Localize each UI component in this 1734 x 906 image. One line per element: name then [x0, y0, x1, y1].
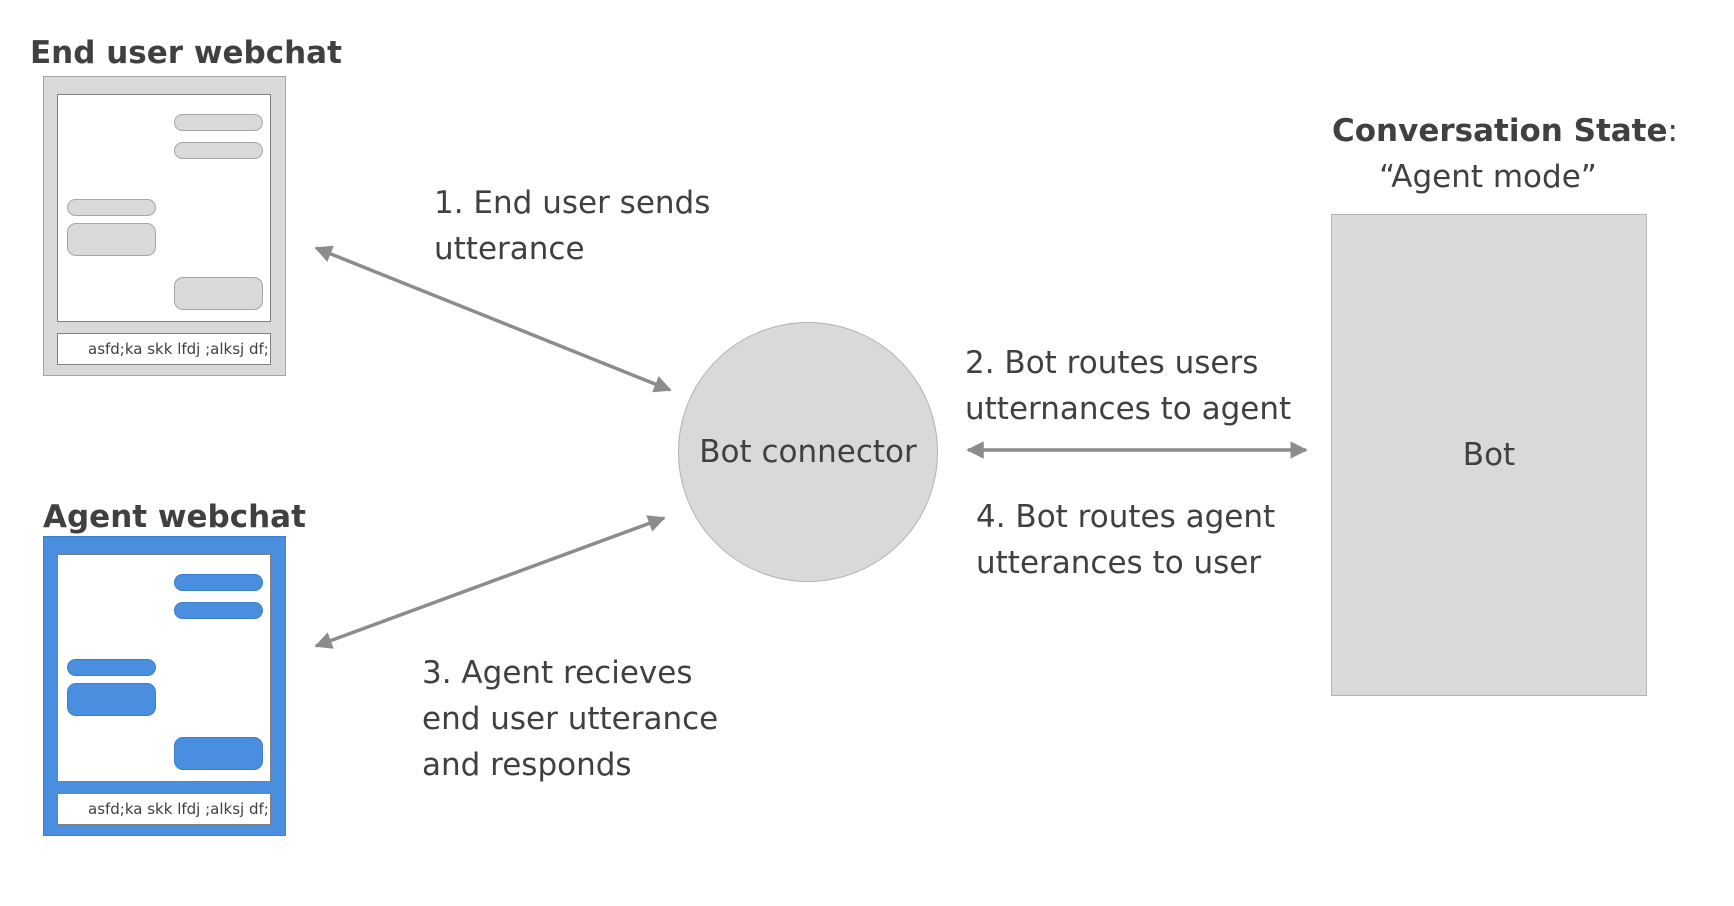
step-3-line-3: and responds [422, 747, 632, 783]
end-user-message-bubble [174, 114, 263, 131]
step-4-label: 4. Bot routes agent utterances to user [976, 494, 1275, 586]
agent-message-bubble [174, 737, 263, 770]
end-user-message-bubble [174, 142, 263, 159]
step-3-label: 3. Agent recieves end user utterance and… [422, 650, 718, 788]
agent-message-bubble [174, 602, 263, 619]
agent-message-input[interactable]: asfd;ka skk lfdj ;alksj df; [57, 793, 271, 825]
conversation-state-heading: Conversation State [1332, 113, 1668, 149]
end-user-webchat-heading: End user webchat [30, 35, 342, 71]
bot-label: Bot [1462, 437, 1516, 473]
step-4-line-1: 4. Bot routes agent [976, 499, 1276, 535]
agent-chat-area [57, 554, 271, 782]
step-3-line-2: end user utterance [422, 701, 719, 737]
step-3-line-1: 3. Agent recieves [422, 655, 693, 691]
end-user-message-input[interactable]: asfd;ka skk lfdj ;alksj df; [57, 333, 271, 365]
bot-connector-label: Bot connector [699, 434, 917, 470]
step-2-line-1: 2. Bot routes users [965, 345, 1259, 381]
step-4-line-2: utterances to user [976, 545, 1262, 581]
conversation-state-heading-line: Conversation State: [1332, 108, 1678, 154]
conversation-state-title: Conversation State: “Agent mode” [1332, 108, 1678, 200]
conversation-state-value: “Agent mode” [1379, 159, 1597, 195]
step-2-line-2: utternances to agent [965, 391, 1292, 427]
agent-message-bubble [67, 659, 156, 676]
end-user-message-bubble [67, 223, 156, 256]
agent-webchat-heading: Agent webchat [43, 499, 306, 535]
step-1-line-1: 1. End user sends [434, 185, 711, 221]
arrow-agent-to-connector [314, 515, 666, 649]
step-2-label: 2. Bot routes users utternances to agent [965, 340, 1291, 432]
bot-node: Bot [1331, 214, 1647, 696]
end-user-webchat-window: asfd;ka skk lfdj ;alksj df; [43, 76, 286, 376]
arrow-user-to-connector [314, 245, 672, 393]
end-user-message-bubble [67, 199, 156, 216]
agent-message-bubble [174, 574, 263, 591]
end-user-chat-area [57, 94, 271, 322]
end-user-message-bubble [174, 277, 263, 310]
bot-connector-node: Bot connector [678, 322, 938, 582]
conversation-state-colon: : [1667, 113, 1678, 149]
agent-message-bubble [67, 683, 156, 716]
agent-webchat-window: asfd;ka skk lfdj ;alksj df; [43, 536, 286, 836]
